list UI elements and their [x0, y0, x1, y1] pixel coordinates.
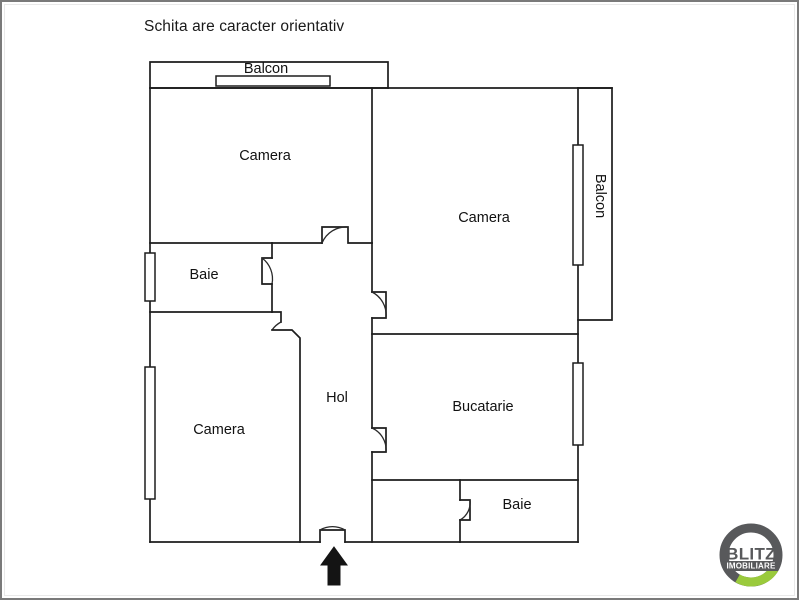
bucatarie-group: Bucatarie — [371, 362, 584, 481]
camera-top-right-group: Camera — [371, 210, 579, 335]
window-baie-left — [144, 252, 156, 302]
logo-secondary-text: IMOBILIARE — [726, 562, 776, 571]
balcony-right-outline — [577, 87, 613, 321]
entrance-group — [319, 526, 348, 586]
logo-accent-arc — [735, 565, 779, 587]
baie-left-label: Baie — [189, 267, 218, 283]
entrance-arrow-icon — [320, 546, 348, 586]
building-outline-group — [149, 87, 613, 543]
wall-camera-tl-door-jamb — [321, 226, 373, 244]
baie-bottom-label: Baie — [502, 497, 531, 513]
camera-top-right-label: Camera — [458, 210, 511, 226]
camera-bottom-left-label: Camera — [193, 422, 246, 438]
balcony-right-group: Balcon — [572, 87, 613, 321]
balcony-top-label: Balcon — [244, 61, 288, 77]
wall-hol-right-door-jamb-camera — [371, 291, 387, 319]
entrance-door-jamb — [319, 529, 346, 543]
door-arc-baie-bottom — [459, 499, 471, 521]
baie-left-group: Baie — [144, 242, 274, 313]
logo-svg: BLITZ IMOBILIARE — [719, 523, 783, 587]
hol-label: Hol — [326, 390, 348, 406]
baie-bottom-group: Baie — [459, 479, 532, 543]
window-bucatarie — [572, 362, 584, 446]
window-camera-bottom-left — [144, 366, 156, 500]
logo-band — [724, 561, 778, 571]
balcony-right-window — [572, 144, 584, 266]
logo-primary-text: BLITZ — [726, 544, 776, 563]
door-arc-hol-to-camera-bl — [271, 321, 282, 331]
wall-baie-left-door-jamb — [261, 257, 273, 285]
wall-hol-left-lower — [271, 329, 301, 543]
camera-top-left-group — [149, 87, 373, 244]
door-arc-camera-tr — [371, 291, 387, 319]
door-arc-bucatarie — [371, 427, 387, 453]
wall-hol-right-door-jamb-bucatarie — [371, 427, 387, 453]
balcony-top-window — [215, 75, 331, 87]
hol-group: Hol — [271, 242, 387, 543]
blitz-imobiliare-logo: BLITZ IMOBILIARE — [714, 519, 788, 591]
bucatarie-label: Bucatarie — [452, 399, 513, 415]
wall-baie-bottom-door-jamb — [459, 499, 471, 521]
camera-top-left-label: Camera — [239, 148, 292, 164]
page-title: Schita are caracter orientativ — [144, 18, 345, 35]
door-arc-camera-tl — [321, 226, 349, 244]
camera-bottom-left-group: Camera — [144, 366, 246, 500]
door-arc-baie-left — [261, 257, 274, 285]
entrance-door-arc — [319, 526, 346, 531]
balcony-right-label: Balcon — [592, 174, 608, 218]
wall-hol-left-jog-top — [271, 311, 282, 323]
